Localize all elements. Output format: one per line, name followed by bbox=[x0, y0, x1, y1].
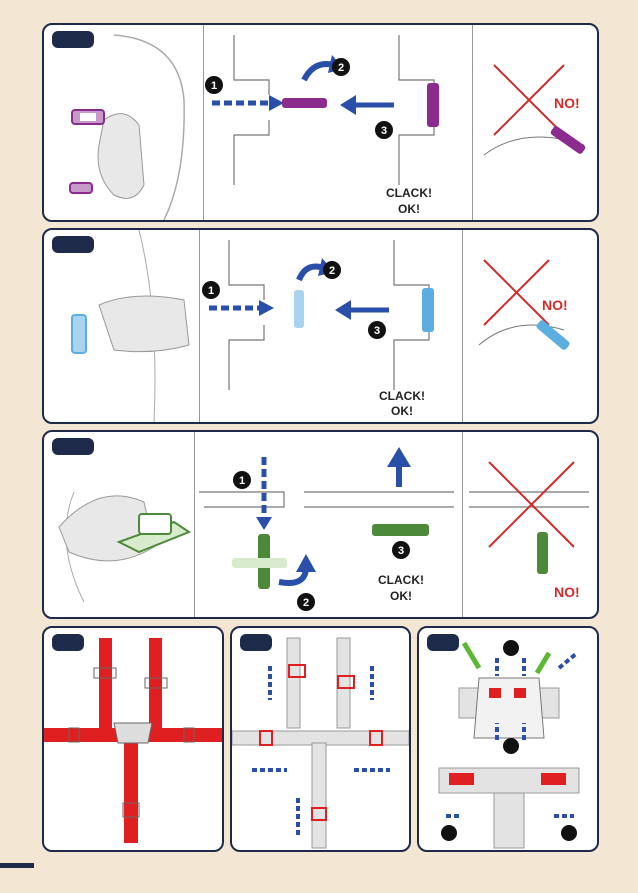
harness-icon bbox=[44, 638, 222, 843]
arrow-icon bbox=[232, 447, 429, 589]
step-number-2: 2 bbox=[303, 597, 309, 609]
step-number-1: 1 bbox=[208, 285, 214, 297]
cross-icon bbox=[483, 64, 586, 156]
cross-icon bbox=[478, 259, 570, 350]
divider bbox=[462, 230, 463, 422]
harness-panel-adjust bbox=[230, 626, 411, 852]
illustration-blue: 1 2 3 CLACK! OK! NO! bbox=[71, 230, 570, 422]
step-number-3: 3 bbox=[374, 325, 380, 337]
harness-panel-red bbox=[42, 626, 224, 852]
buckle-icon bbox=[438, 640, 580, 849]
step-panel-purple: 1 2 3 CLACK! OK! NO! bbox=[42, 23, 599, 222]
divider bbox=[472, 25, 473, 220]
buckle-icon bbox=[69, 109, 105, 194]
step-tag bbox=[52, 31, 94, 48]
confirm-label: OK! bbox=[391, 404, 413, 418]
arrow-icon bbox=[209, 258, 434, 332]
confirm-label: CLACK! bbox=[379, 389, 425, 403]
step-number-1: 1 bbox=[239, 475, 245, 487]
confirm-label: CLACK! bbox=[378, 573, 424, 587]
slot-diagram bbox=[199, 491, 589, 508]
buckle-icon bbox=[116, 513, 192, 554]
cross-icon bbox=[488, 461, 575, 574]
illustration-purple: 1 2 3 CLACK! OK! NO! bbox=[69, 34, 586, 220]
step-panel-green: 1 2 3 CLACK! OK! NO! bbox=[42, 430, 599, 619]
arrow-icon bbox=[212, 55, 439, 127]
hand-icon bbox=[97, 34, 185, 220]
step-numbers: 1 2 3 bbox=[233, 471, 410, 611]
step-number-3: 3 bbox=[398, 545, 404, 557]
step-number-2: 2 bbox=[329, 265, 335, 277]
arrow-icon bbox=[444, 651, 579, 818]
step-numbers: 1 2 3 bbox=[202, 261, 386, 339]
divider bbox=[462, 432, 463, 617]
arrow-icon bbox=[252, 666, 390, 838]
harness-icon bbox=[232, 637, 409, 849]
step-number-2: 2 bbox=[338, 62, 344, 74]
step-panel-blue: 1 2 3 CLACK! OK! NO! bbox=[42, 228, 599, 424]
divider bbox=[199, 230, 200, 422]
step-number-3: 3 bbox=[381, 125, 387, 137]
buckle-icon bbox=[71, 314, 87, 354]
step-tag bbox=[52, 634, 84, 651]
step-tag bbox=[240, 634, 272, 651]
slot-diagram bbox=[228, 240, 430, 390]
step-numbers: 1 2 3 bbox=[205, 58, 393, 139]
step-number-1: 1 bbox=[211, 80, 217, 92]
wrong-label: NO! bbox=[554, 95, 580, 111]
page-footer-bar bbox=[0, 863, 34, 868]
divider bbox=[203, 25, 204, 220]
harness-panel-release bbox=[417, 626, 599, 852]
wrong-label: NO! bbox=[554, 584, 580, 600]
confirm-label: CLACK! bbox=[386, 186, 432, 200]
step-tag bbox=[427, 634, 459, 651]
wrong-label: NO! bbox=[542, 297, 568, 313]
hand-icon bbox=[98, 230, 190, 422]
confirm-label: OK! bbox=[390, 589, 412, 603]
confirm-label: OK! bbox=[398, 202, 420, 216]
illustration-green: 1 2 3 CLACK! OK! NO! bbox=[58, 447, 589, 611]
divider bbox=[194, 432, 195, 617]
step-tag bbox=[52, 438, 94, 455]
step-tag bbox=[52, 236, 94, 253]
